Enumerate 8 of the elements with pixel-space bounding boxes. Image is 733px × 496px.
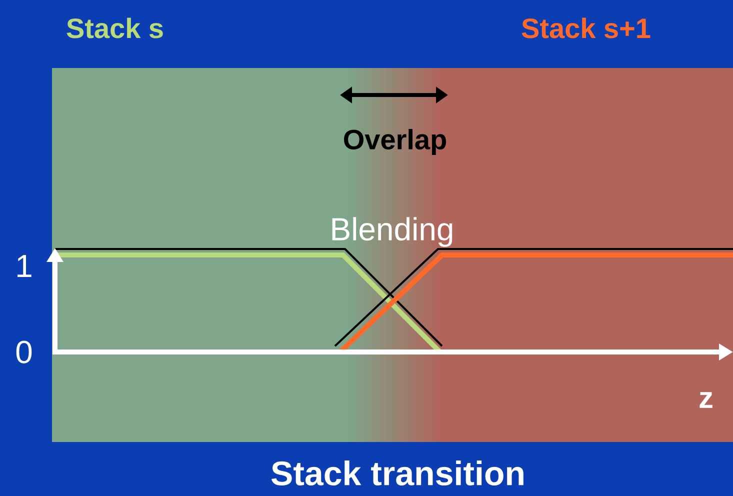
tick-label: 1 [18, 255, 32, 277]
overlap-label: Overlap [344, 128, 446, 156]
caption: Stack transition [271, 460, 524, 486]
tick-label: 0 [16, 340, 32, 364]
stack-label: Stack s [66, 18, 163, 38]
axis-label: z [700, 392, 712, 408]
stack-label: Stack s+1 [522, 18, 650, 38]
blending-label: Blending [332, 217, 452, 247]
